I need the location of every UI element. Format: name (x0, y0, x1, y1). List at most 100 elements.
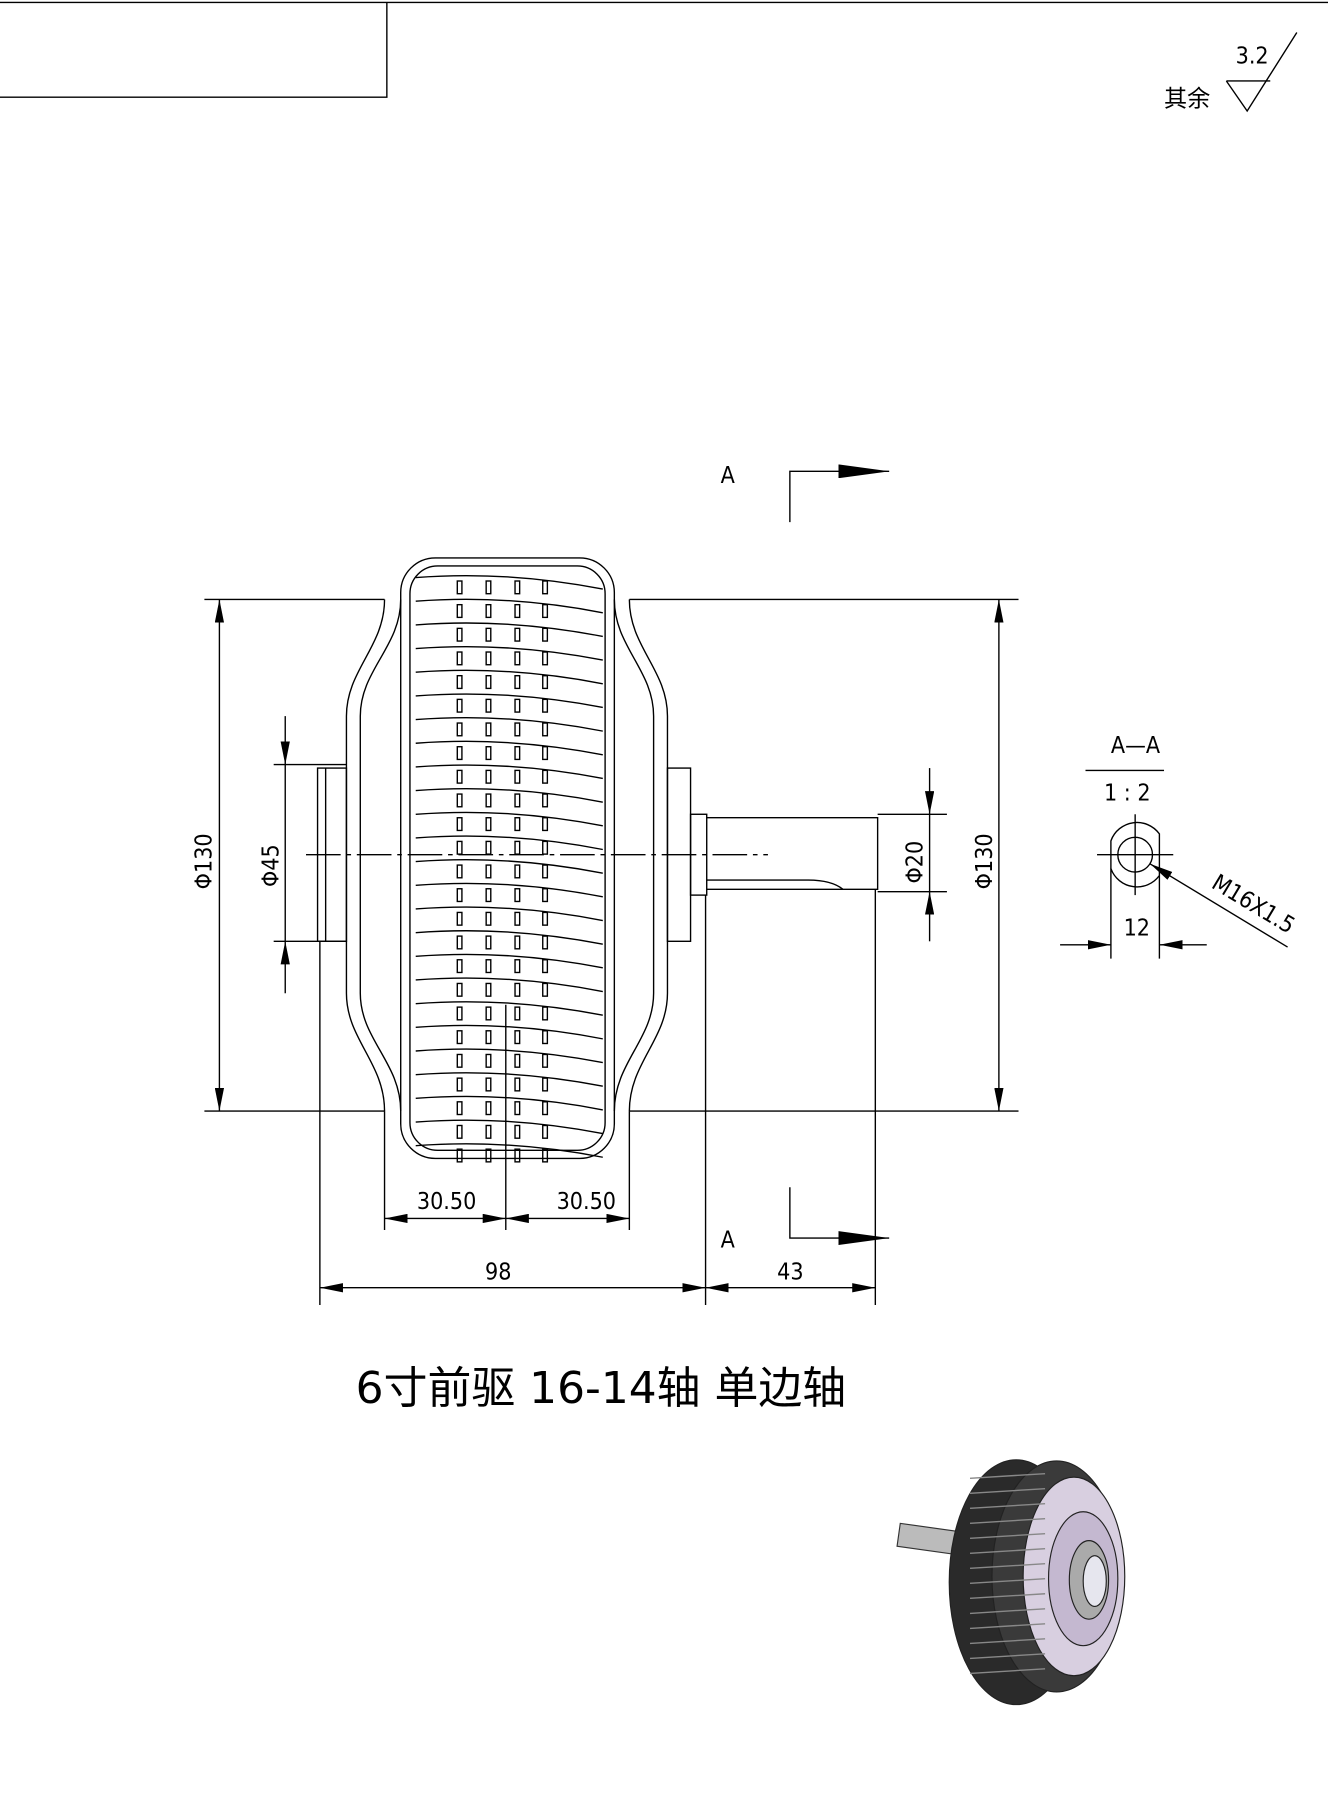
tread-3d-rib (969, 1623, 1046, 1630)
tread-slot (542, 1006, 549, 1021)
tread-slot (514, 935, 521, 950)
tread-slot (514, 1030, 521, 1045)
tread-slot (542, 580, 549, 595)
wheel-3d-render (896, 1459, 1126, 1706)
tread-rib (415, 930, 603, 945)
tread-slot (485, 935, 492, 950)
dimension-overall-98-43: 98 43 (319, 889, 877, 1306)
wheel-side-view (306, 557, 879, 1163)
tread-rib (415, 882, 603, 898)
tread-slot (514, 959, 521, 974)
tread-slot (542, 651, 549, 666)
tread-slot (456, 1101, 463, 1116)
tread-slot (514, 1148, 521, 1163)
tread-rib (415, 645, 603, 661)
svg-text:Φ20: Φ20 (903, 841, 929, 884)
tread-slot (542, 817, 549, 832)
tread-slot (542, 959, 549, 974)
tread-slot (514, 627, 521, 642)
tread-slot (542, 982, 549, 997)
tread-3d-rib (969, 1487, 1046, 1494)
tread-rib (415, 953, 603, 969)
surface-finish-symbol: 其余 3.2 (1164, 32, 1298, 112)
tread-rib (415, 859, 603, 874)
tread-slot (456, 722, 463, 737)
section-mark-top: A (721, 463, 890, 523)
tread-slot (456, 935, 463, 950)
tread-slot (485, 888, 492, 903)
tread-3d-rib (969, 1668, 1046, 1675)
tread-rib (415, 1143, 603, 1158)
drawing-caption: 6寸前驱 16-14轴 单边轴 (356, 1363, 846, 1414)
tread-slot (514, 982, 521, 997)
tread-slot (514, 675, 521, 690)
tread-slot (514, 793, 521, 808)
section-mark-bottom: A (721, 1187, 890, 1253)
svg-text:A: A (721, 1227, 736, 1253)
tread-slot (542, 627, 549, 642)
tread-rib (415, 622, 603, 638)
sheet-border (0, 1, 1328, 98)
tread-slot (456, 982, 463, 997)
svg-text:43: 43 (777, 1260, 803, 1286)
tread-slot (456, 1006, 463, 1021)
section-view-a-a: A—A 1 : 2 12 M16X1.5 (1060, 733, 1299, 959)
dimension-hub-dia-45: Φ45 (258, 716, 347, 994)
tire (400, 557, 616, 1160)
tread-slot (542, 911, 549, 926)
svg-text:A—A: A—A (1111, 733, 1161, 759)
tread-slot (514, 746, 521, 761)
tread-slot (485, 1030, 492, 1045)
tread-rib (415, 1072, 603, 1087)
tread-slot (542, 1101, 549, 1116)
tread-slot (485, 769, 492, 784)
tread-slot (456, 698, 463, 713)
tread-slot (456, 1053, 463, 1068)
tread-slot (456, 1148, 463, 1163)
tread-slot (542, 603, 549, 619)
tread-slot (456, 840, 463, 855)
tread-slot (542, 1077, 549, 1092)
tread-slot (542, 864, 549, 879)
svg-text:3.2: 3.2 (1236, 44, 1269, 70)
tread-slot (542, 769, 549, 784)
tread-slot (514, 580, 521, 595)
tread-slot (542, 1124, 549, 1139)
tread-rib (415, 669, 603, 685)
tread-slot (514, 698, 521, 713)
tread-slot (514, 722, 521, 737)
title-block (0, 2, 388, 98)
svg-text:A: A (721, 463, 736, 489)
tread-slot (485, 817, 492, 832)
tread-rib (415, 788, 603, 803)
tread-slot (542, 793, 549, 808)
tread-slot (542, 840, 549, 855)
tread-slot (485, 1101, 492, 1116)
tread-rib (415, 740, 603, 756)
tread-slot (514, 817, 521, 832)
dimension-shaft-dia-20: Φ20 (877, 768, 947, 942)
tread-slot (485, 722, 492, 737)
svg-text:30.50: 30.50 (557, 1189, 616, 1215)
tread-slot (456, 959, 463, 974)
tread-slot (456, 651, 463, 666)
tread-rib (415, 717, 603, 732)
tread-slot (542, 746, 549, 761)
tread-slot (485, 1006, 492, 1021)
tread-slot (456, 1077, 463, 1092)
tread-rib (415, 977, 603, 993)
tread-3d-rib (969, 1502, 1046, 1509)
tread-slot (514, 1124, 521, 1139)
tread-slot (485, 864, 492, 879)
tread-slot (514, 1053, 521, 1068)
tread-3d-rib (969, 1608, 1046, 1615)
tread-slot (514, 888, 521, 903)
tread-slot (456, 675, 463, 690)
tread-slot (542, 722, 549, 737)
tread-slot (456, 1124, 463, 1139)
tread-slot (485, 651, 492, 666)
tread-slot (485, 580, 492, 595)
tread-slot (485, 793, 492, 808)
tread-slot (542, 1030, 549, 1045)
